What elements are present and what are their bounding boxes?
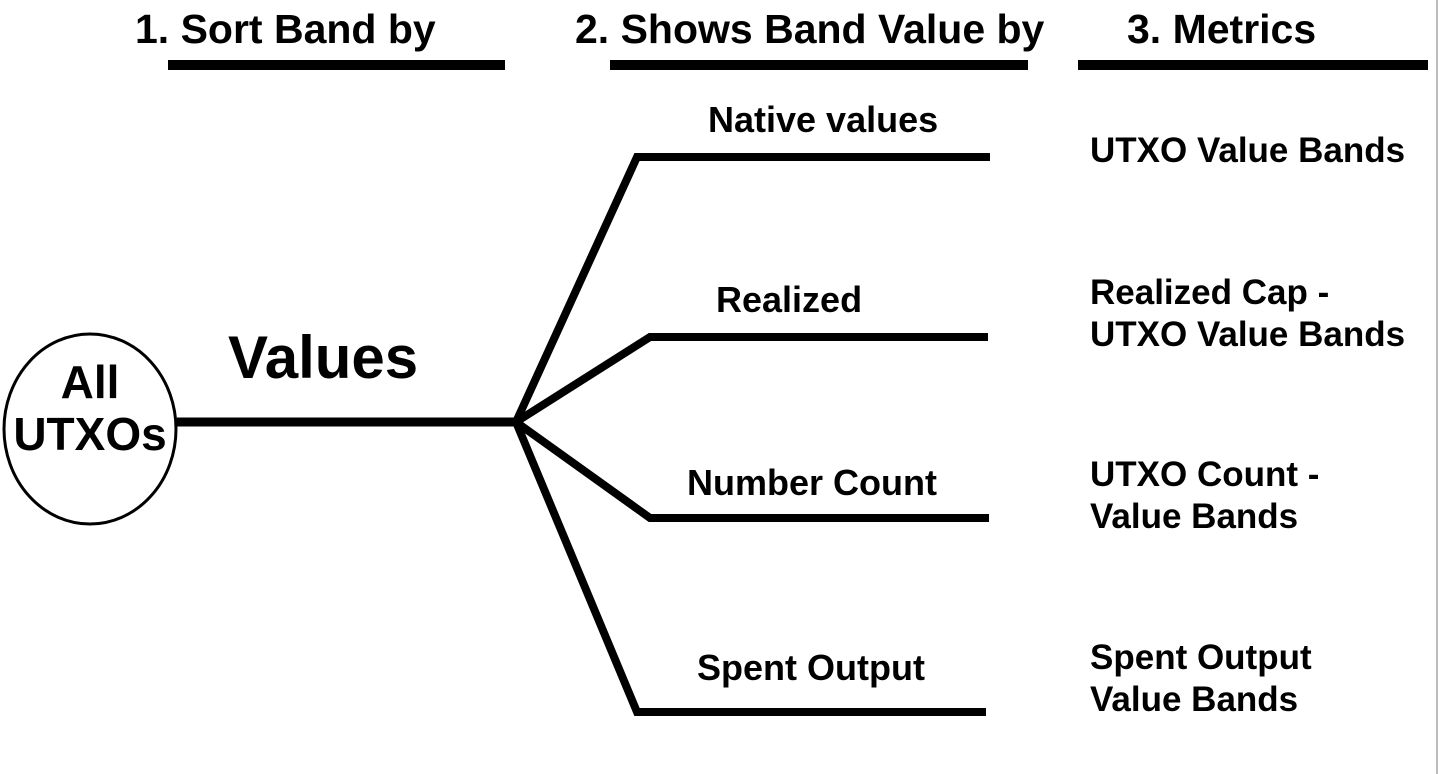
metric-spent-output-value-bands: Spent Output Value Bands	[1090, 637, 1312, 721]
column-header-sort-band-by: 1. Sort Band by	[135, 6, 436, 52]
metric-realized-cap-utxo-value-bands: Realized Cap - UTXO Value Bands	[1090, 272, 1405, 356]
branch-label-number-count: Number Count	[687, 462, 937, 503]
branch-label-spent-output: Spent Output	[697, 647, 925, 688]
metric-line: UTXO Value Bands	[1090, 131, 1406, 170]
all-utxos-line2: UTXOs	[13, 408, 167, 460]
branch-line-number-count	[513, 418, 989, 522]
metric-utxo-count-value-bands: UTXO Count - Value Bands	[1090, 454, 1319, 538]
band-value-underline	[610, 60, 1028, 70]
metric-utxo-value-bands: UTXO Value Bands	[1090, 130, 1405, 172]
metric-line: Value Bands	[1090, 497, 1299, 536]
branch-label-realized: Realized	[716, 279, 863, 320]
branch-line-realized	[513, 333, 988, 426]
metric-line: Value Bands	[1090, 680, 1299, 719]
right-edge-border	[1436, 0, 1438, 774]
metric-line: UTXO Count -	[1090, 455, 1320, 494]
sort-band-underline	[168, 60, 505, 70]
branch-label-native-values: Native values	[708, 99, 939, 140]
column-header-metrics: 3. Metrics	[1127, 6, 1317, 52]
sort-band-values-label: Values	[228, 324, 419, 391]
metric-line: Realized Cap -	[1090, 273, 1330, 312]
all-utxos-node: All UTXOs	[0, 356, 180, 460]
metric-line: Spent Output	[1090, 638, 1312, 677]
branch-line-native-values	[512, 153, 990, 424]
column-header-shows-band-value-by: 2. Shows Band Value by	[575, 6, 1045, 52]
all-utxos-line1: All	[60, 356, 120, 408]
branch-line-spent-output	[512, 420, 986, 716]
metrics-underline	[1078, 60, 1428, 70]
metric-line: UTXO Value Bands	[1090, 315, 1406, 354]
all-utxos-circle	[2, 332, 178, 526]
